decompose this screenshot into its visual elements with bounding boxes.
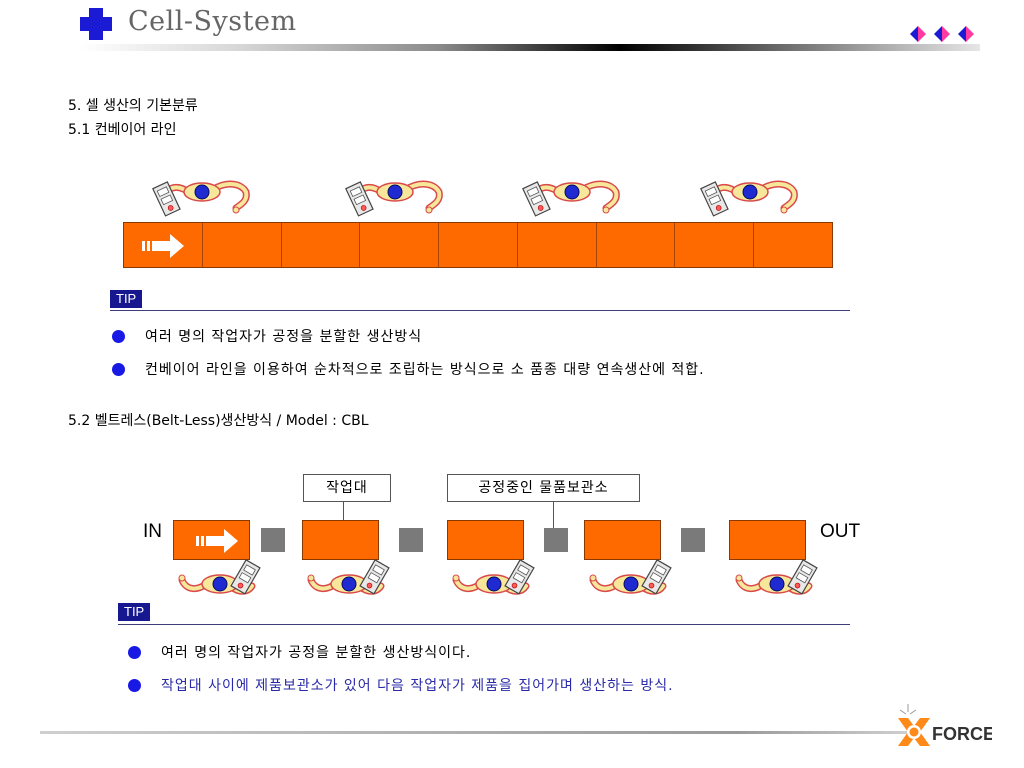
storage-connector bbox=[553, 502, 554, 528]
bullet-dot-icon bbox=[112, 362, 125, 376]
list-item: 컨베이어 라인을 이용하여 순차적으로 조립하는 방식으로 소 품종 대량 연속… bbox=[112, 359, 705, 379]
workstation bbox=[729, 520, 806, 560]
conveyor-cell bbox=[439, 223, 518, 267]
workstation bbox=[447, 520, 524, 560]
worker-icon bbox=[150, 174, 254, 220]
footer-divider bbox=[40, 731, 910, 734]
flow-arrow-icon bbox=[142, 234, 184, 258]
conveyor-cell bbox=[518, 223, 597, 267]
worker-icon bbox=[297, 556, 401, 602]
bullet-dot-icon bbox=[112, 329, 125, 343]
tip-tag: TIP bbox=[110, 290, 143, 308]
force-logo-text: FORCE bbox=[932, 724, 992, 744]
conveyor-line bbox=[123, 222, 833, 268]
out-label: OUT bbox=[820, 521, 861, 542]
section-heading: 5. 셀 생산의 기본분류 bbox=[68, 98, 198, 114]
worker-icon bbox=[579, 556, 683, 602]
page-title: Cell-System bbox=[128, 6, 297, 37]
tip-tag: TIP bbox=[118, 603, 151, 621]
tip2-bullet-text: 여러 명의 작업자가 공정을 분할한 생산방식이다. bbox=[161, 645, 472, 661]
tip1-bullet-text: 여러 명의 작업자가 공정을 분할한 생산방식 bbox=[145, 329, 423, 345]
workbench-connector bbox=[343, 502, 344, 520]
list-item: 작업대 사이에 제품보관소가 있어 다음 작업자가 제품을 집어가며 생산하는 … bbox=[128, 675, 674, 695]
force-logo-icon: FORCE bbox=[898, 704, 992, 746]
storage-box bbox=[261, 528, 285, 552]
workbench-label: 작업대 bbox=[303, 474, 391, 502]
bullet-dot-icon bbox=[128, 645, 141, 659]
conveyor-cell bbox=[203, 223, 282, 267]
storage-box bbox=[544, 528, 568, 552]
flow-arrow-icon bbox=[196, 529, 238, 553]
tip-divider bbox=[118, 624, 850, 625]
in-label: IN bbox=[143, 521, 162, 542]
conveyor-cell bbox=[282, 223, 361, 267]
workstation bbox=[584, 520, 661, 560]
tip-divider bbox=[110, 310, 850, 311]
worker-icon bbox=[442, 556, 546, 602]
conveyor-cell bbox=[124, 223, 203, 267]
list-item: 여러 명의 작업자가 공정을 분할한 생산방식 bbox=[112, 326, 422, 346]
conveyor-cell bbox=[360, 223, 440, 267]
worker-icon bbox=[698, 174, 802, 220]
header-gradient-divider bbox=[80, 44, 980, 51]
blue-cross-logo-icon bbox=[80, 8, 112, 40]
workstation bbox=[302, 520, 379, 560]
tip2-bullet-text: 작업대 사이에 제품보관소가 있어 다음 작업자가 제품을 집어가며 생산하는 … bbox=[161, 678, 674, 694]
storage-box bbox=[399, 528, 423, 552]
list-item: 여러 명의 작업자가 공정을 분할한 생산방식이다. bbox=[128, 642, 471, 662]
workstation bbox=[173, 520, 250, 560]
conveyor-cell bbox=[754, 223, 832, 267]
subsection-conveyor-heading: 5.1 컨베이어 라인 bbox=[68, 122, 177, 138]
conveyor-cell bbox=[597, 223, 676, 267]
conveyor-cell bbox=[675, 223, 755, 267]
diamonds-decoration-icon bbox=[910, 26, 974, 42]
storage-label: 공정중인 물품보관소 bbox=[447, 474, 640, 502]
storage-box bbox=[681, 528, 705, 552]
worker-icon bbox=[520, 174, 624, 220]
worker-icon bbox=[168, 556, 272, 602]
worker-icon bbox=[343, 174, 447, 220]
tip1-bullet-text: 컨베이어 라인을 이용하여 순차적으로 조립하는 방식으로 소 품종 대량 연속… bbox=[145, 362, 705, 378]
subsection-beltless-heading: 5.2 벨트레스(Belt-Less)생산방식 / Model : CBL bbox=[68, 413, 369, 429]
bullet-dot-icon bbox=[128, 678, 141, 692]
worker-icon bbox=[725, 556, 829, 602]
